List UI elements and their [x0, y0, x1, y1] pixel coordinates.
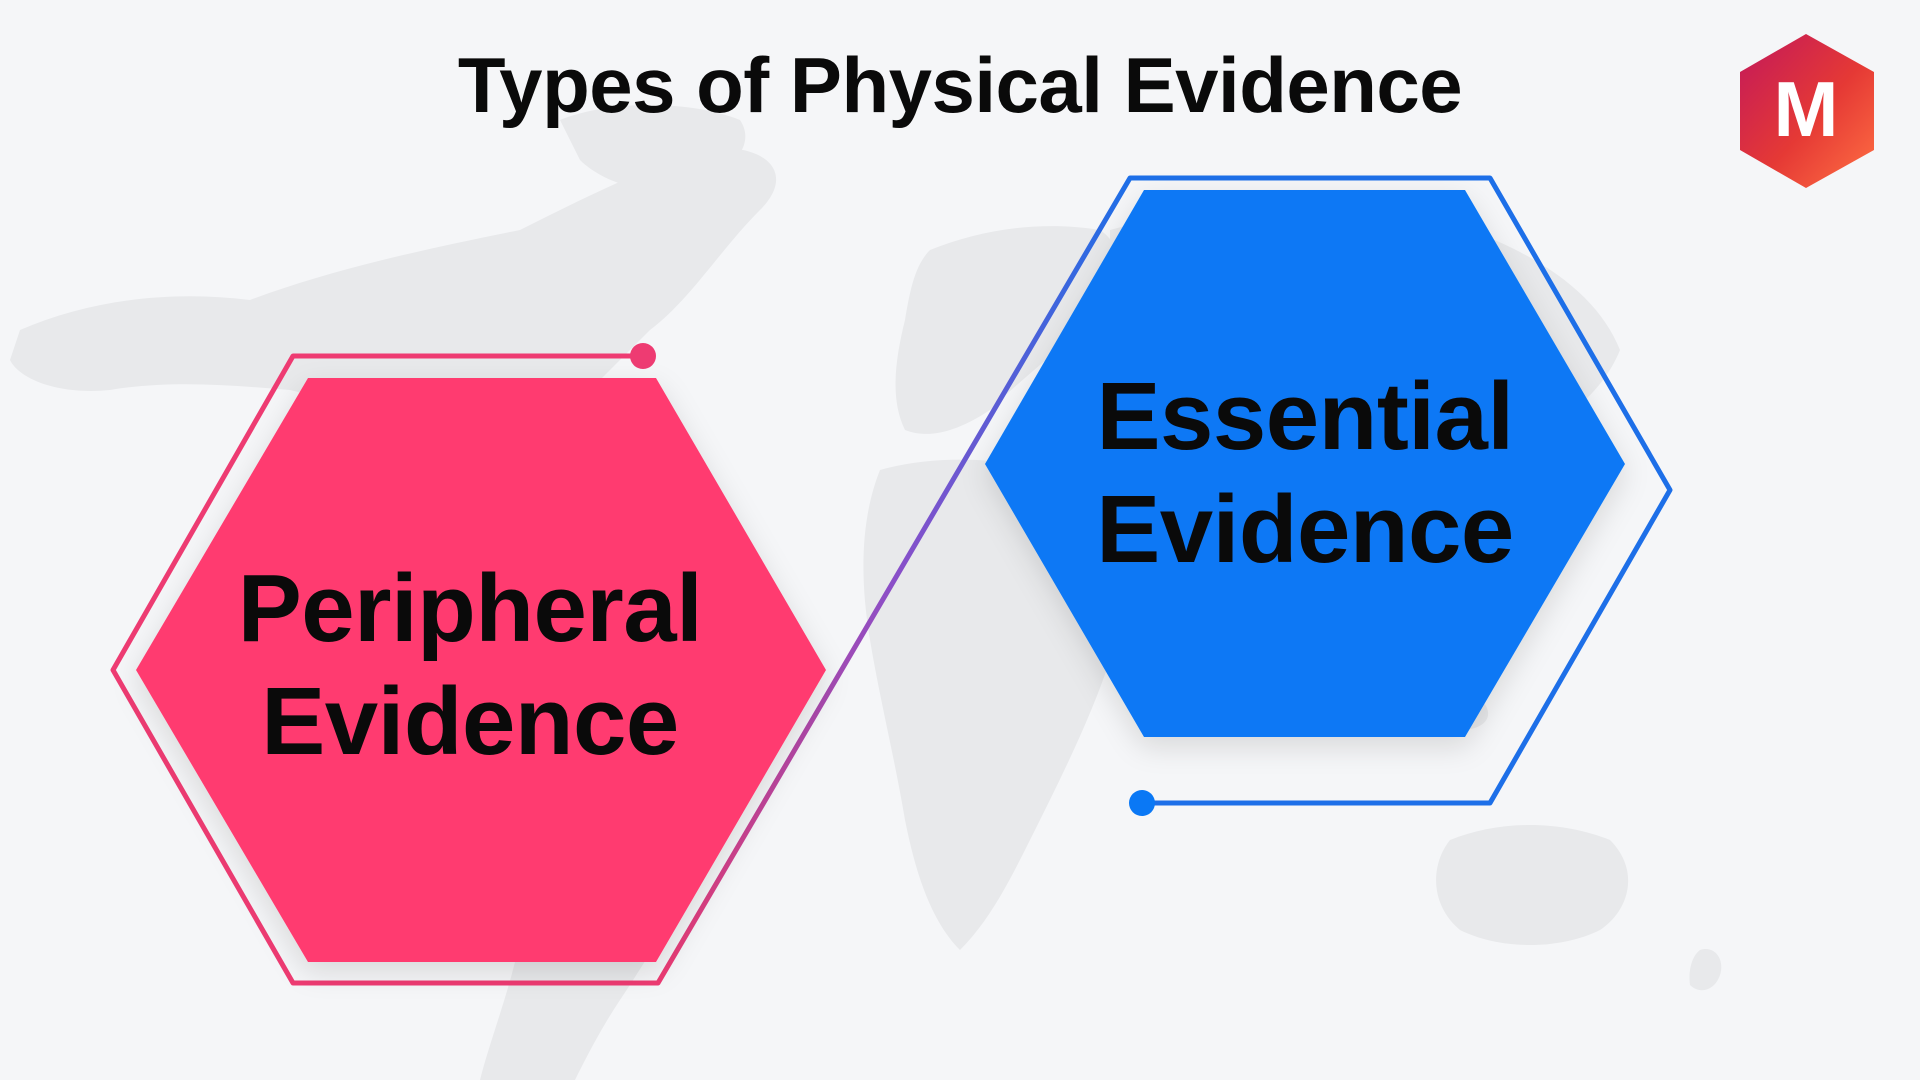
peripheral-evidence-label: Peripheral Evidence	[230, 552, 710, 779]
page-title: Types of Physical Evidence	[457, 41, 1463, 129]
essential-dot	[1129, 790, 1155, 816]
peripheral-label-line1: Peripheral	[237, 555, 703, 662]
essential-evidence-label: Essential Evidence	[1065, 360, 1545, 587]
connector-line	[655, 175, 1133, 986]
peripheral-dot	[630, 343, 656, 369]
map-europe	[895, 226, 1119, 434]
peripheral-hexagon	[136, 378, 826, 962]
essential-label-line1: Essential	[1096, 363, 1514, 470]
logo-letter: M	[1773, 65, 1839, 153]
map-new-zealand	[1689, 949, 1722, 991]
map-australia	[1436, 825, 1629, 945]
essential-hexagon-outline	[1130, 175, 1673, 806]
logo	[1740, 34, 1874, 188]
map-greenland	[560, 105, 746, 191]
map-north-america	[10, 148, 777, 480]
essential-hexagon	[985, 190, 1625, 737]
peripheral-label-line2: Evidence	[261, 668, 679, 776]
essential-label-line2: Evidence	[1096, 476, 1514, 584]
logo-hexagon	[1740, 34, 1874, 188]
peripheral-hexagon-outline	[110, 353, 658, 986]
